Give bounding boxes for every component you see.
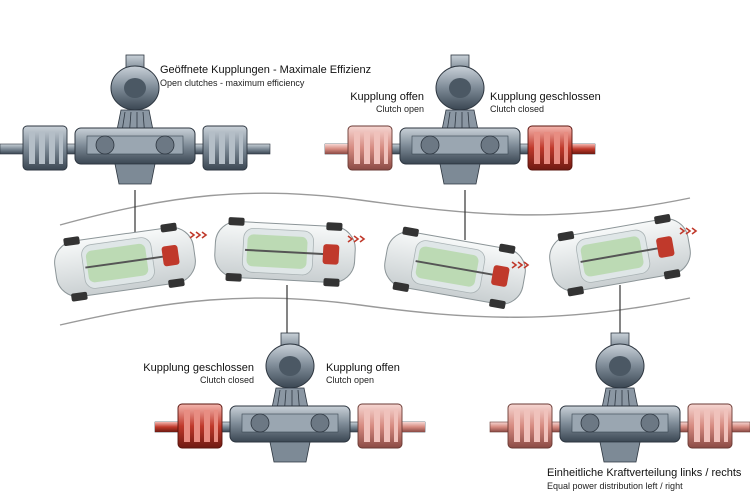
top-left-title-en: Open clutches - maximum efficiency (160, 78, 305, 88)
bottom-right-title-de: Einheitliche Kraftverteilung links / rec… (547, 467, 742, 479)
top-right-right-de: Kupplung geschlossen (490, 91, 601, 103)
drivetrain-bottom-left (154, 332, 426, 463)
bottom-right-title-en: Equal power distribution left / right (547, 481, 683, 491)
top-right-left-en: Clutch open (375, 104, 424, 114)
bottom-left-left-de: Kupplung geschlossen (143, 362, 254, 374)
drivetrain-top-left (0, 54, 271, 185)
road-edge-bottom (59, 297, 691, 326)
top-right-left-de: Kupplung offen (350, 91, 424, 103)
car-3 (379, 223, 531, 313)
top-left-title-de: Geöffnete Kupplungen - Maximale Effizien… (160, 64, 372, 76)
top-right-right-en: Clutch closed (490, 104, 545, 114)
car-2 (212, 215, 358, 289)
bottom-left-left-en: Clutch closed (199, 375, 254, 385)
drivetrain-top-right (324, 54, 596, 185)
bottom-left-right-de: Kupplung offen (326, 362, 400, 374)
motion-chevrons (189, 227, 698, 269)
road-edge-top (59, 192, 691, 226)
drivetrain-bottom-right (489, 332, 750, 463)
car-1 (50, 219, 200, 305)
bottom-left-right-en: Clutch open (326, 375, 375, 385)
